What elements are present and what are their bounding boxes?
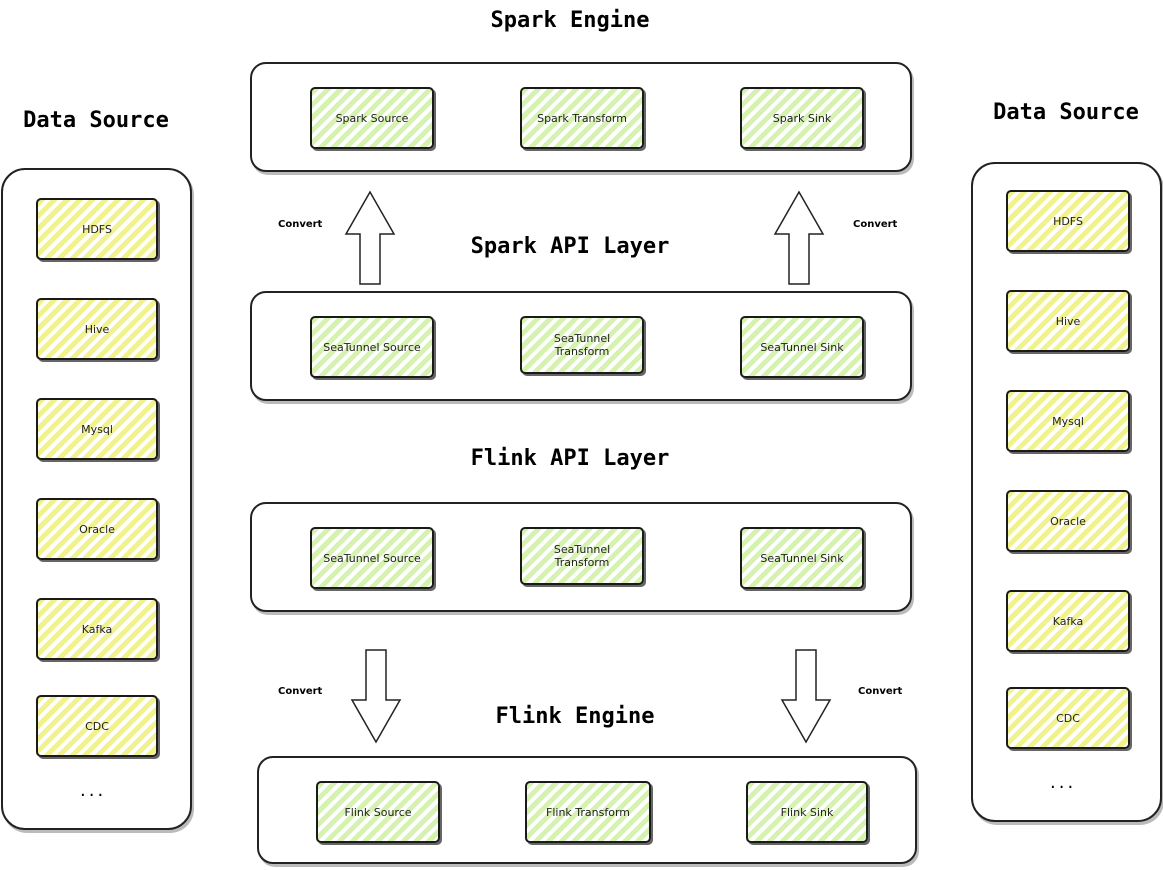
up-arrow-icon xyxy=(344,190,396,285)
right-source-kafka: Kafka xyxy=(1006,590,1130,652)
right-source-mysql: Mysql xyxy=(1006,390,1130,452)
flink-api-seatunnel-transform: SeaTunnel Transform xyxy=(520,527,644,585)
spark-api-seatunnel-sink: SeaTunnel Sink xyxy=(740,316,864,378)
down-arrow-icon xyxy=(350,649,402,744)
flink-transform-box: Flink Transform xyxy=(525,781,651,843)
down-arrow-icon xyxy=(780,649,832,744)
right-source-more: ... xyxy=(1050,772,1077,793)
flink-api-seatunnel-source: SeaTunnel Source xyxy=(310,527,434,589)
convert-label-top-left: Convert xyxy=(278,219,323,230)
convert-label-top-right: Convert xyxy=(853,219,898,230)
spark-sink-box: Spark Sink xyxy=(740,87,864,149)
right-source-hive: Hive xyxy=(1006,290,1130,352)
convert-label-bottom-right: Convert xyxy=(858,686,903,697)
spark-api-seatunnel-source: SeaTunnel Source xyxy=(310,316,434,378)
spark-engine-title: Spark Engine xyxy=(490,8,650,33)
left-source-more: ... xyxy=(80,780,107,801)
flink-api-seatunnel-sink: SeaTunnel Sink xyxy=(740,527,864,589)
flink-engine-title: Flink Engine xyxy=(495,704,655,729)
left-source-kafka: Kafka xyxy=(36,598,158,660)
flink-source-box: Flink Source xyxy=(316,781,440,843)
spark-source-box: Spark Source xyxy=(310,87,434,149)
up-arrow-icon xyxy=(773,190,825,285)
left-source-oracle: Oracle xyxy=(36,498,158,560)
right-source-hdfs: HDFS xyxy=(1006,190,1130,252)
left-source-hdfs: HDFS xyxy=(36,198,158,260)
right-source-cdc: CDC xyxy=(1006,687,1130,749)
spark-transform-box: Spark Transform xyxy=(520,87,644,149)
flink-sink-box: Flink Sink xyxy=(746,781,868,843)
right-source-oracle: Oracle xyxy=(1006,490,1130,552)
left-data-source-title: Data Source xyxy=(23,108,169,133)
convert-label-bottom-left: Convert xyxy=(278,686,323,697)
left-source-cdc: CDC xyxy=(36,695,158,757)
right-data-source-title: Data Source xyxy=(993,100,1139,125)
spark-api-layer-title: Spark API Layer xyxy=(470,234,670,259)
left-source-hive: Hive xyxy=(36,298,158,360)
spark-api-seatunnel-transform: SeaTunnel Transform xyxy=(520,316,644,374)
left-source-mysql: Mysql xyxy=(36,398,158,460)
flink-api-layer-title: Flink API Layer xyxy=(470,446,670,471)
